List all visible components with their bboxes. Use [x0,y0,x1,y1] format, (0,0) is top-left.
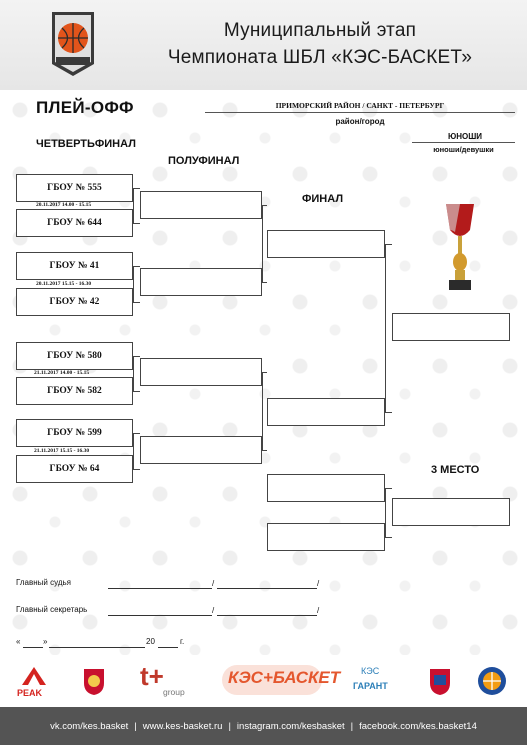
footer-separator: | [350,720,354,732]
final-slot-b [267,398,385,426]
footer-links-bar: vk.com/kes.basket | www.kes-basket.ru | … [0,707,527,745]
connector [262,372,263,451]
referee-label: Главный судья [16,578,72,587]
footer-separator: | [228,720,231,732]
footer-link-facebook[interactable]: facebook.com/kes.basket14 [359,720,477,732]
referee-slash-1: / [212,579,215,588]
connector [385,488,392,489]
secretary-slash-1: / [212,606,215,615]
peak-logo-text: PEAK [17,688,43,698]
date-close-quote: » [43,637,48,646]
sf2-slot [140,268,262,296]
connector [133,356,140,357]
qf1-team-b: ГБОУ № 644 [16,209,133,237]
stage-quarterfinal: ЧЕТВЕРТЬФИНАЛ [36,138,136,150]
federation-emblem-icon [478,667,506,695]
qf1-team-a: ГБОУ № 555 [16,174,133,202]
coat-of-arms-icon [84,669,104,695]
connector [385,537,392,538]
qf4-schedule: 21.11.2017 15.15 - 16.30 [34,448,90,454]
secretary-slash-2: / [317,606,320,615]
connector [133,188,134,224]
connector [262,372,267,373]
third-place-slot-a [267,474,385,502]
footer-link-instagram[interactable]: instagram.com/kesbasket [236,720,345,732]
winner-slot [392,313,510,341]
qf2-team-b: ГБОУ № 42 [16,288,133,316]
date-month-line [49,647,145,648]
connector [133,391,140,392]
sf1-slot [140,191,262,219]
connector [133,223,140,224]
stage-third-place: 3 МЕСТО [431,464,480,476]
date-open-quote: « [16,637,21,646]
qf4-team-a: ГБОУ № 599 [16,419,133,447]
footer-link-vk[interactable]: vk.com/kes.basket [50,720,129,732]
connector [385,244,386,413]
connector [133,433,140,434]
footer-separator: | [134,720,137,732]
qf1-schedule: 20.11.2017 14.00 - 15.15 [36,202,92,208]
kes-basket-badge-bg [222,665,322,695]
secretary-label: Главный секретарь [16,605,88,614]
qf2-team-a: ГБОУ № 41 [16,252,133,280]
region-caption: район/город [335,117,385,126]
gender-underline [412,142,515,143]
ministry-emblem-icon [430,669,450,695]
sf4-slot [140,436,262,464]
footer-link-website[interactable]: www.kes-basket.ru [142,720,223,732]
region-underline [205,112,515,113]
connector [385,244,392,245]
connector [133,433,134,470]
peak-logo-icon [22,667,46,685]
header-banner: Муниципальный этап Чемпионата ШБЛ «КЭС-Б… [0,0,527,90]
qf2-schedule: 20.11.2017 15.15 - 16.30 [36,281,92,287]
playoff-label: ПЛЕЙ-ОФФ [36,98,134,117]
connector [133,188,140,189]
connector [262,450,267,451]
date-day-line [23,647,43,648]
qf3-team-b: ГБОУ № 582 [16,377,133,405]
stage-semifinal: ПОЛУФИНАЛ [168,155,240,167]
connector [262,205,267,206]
stage-final: ФИНАЛ [302,193,344,205]
connector [133,266,140,267]
sponsors-bar: PEAK t+ group КЭС+БАСКЕТ КЭС ГАРАНТ [0,657,527,707]
connector [385,488,386,538]
kes-garant-text: ГАРАНТ [353,681,388,691]
date-year-prefix: 20 [146,637,155,646]
qf3-schedule: 21.11.2017 14.00 - 15.15 [34,370,90,376]
referee-name-line [108,588,212,589]
referee-sign-line [217,588,317,589]
connector [262,205,263,283]
trophy-icon [446,204,474,290]
region-value: ПРИМОРСКИЙ РАЙОН / САНКТ - ПЕТЕРБУРГ [275,101,445,110]
referee-slash-2: / [317,579,320,588]
event-title-line1: Муниципальный этап [223,20,417,41]
gender-value: ЮНОШИ [447,132,483,141]
secretary-sign-line [217,615,317,616]
secretary-name-line [108,615,212,616]
gender-caption: юноши/девушки [433,145,494,154]
tplus-group-text: group [163,687,185,697]
connector [133,356,134,392]
kes-basket-logo [52,12,94,76]
connector [133,469,140,470]
sf3-slot [140,358,262,386]
connector [262,282,267,283]
date-year-suffix: г. [180,637,185,646]
third-place-winner-slot [392,498,510,526]
qf4-team-b: ГБОУ № 64 [16,455,133,483]
third-place-slot-b [267,523,385,551]
qf3-team-a: ГБОУ № 580 [16,342,133,370]
date-year-line [158,647,178,648]
kes-garant-top-text: КЭС [361,666,380,676]
kes-basket-logo-text: КЭС+БАСКЕТ [228,668,341,687]
connector [385,412,392,413]
final-slot-a [267,230,385,258]
connector [133,266,134,303]
tplus-logo-text: t+ [140,661,164,691]
connector [133,302,140,303]
event-title-line2: Чемпионата ШБЛ «КЭС-БАСКЕТ» [167,47,473,68]
